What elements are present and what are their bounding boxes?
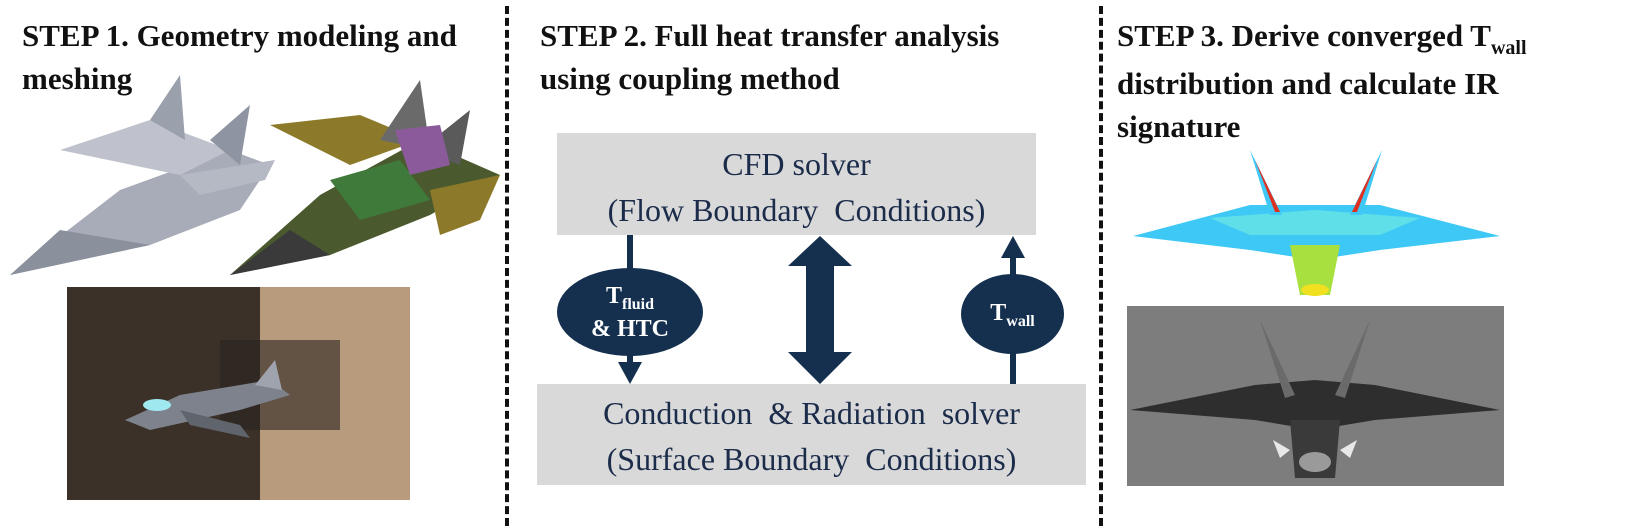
jet-mesh-colored: [230, 80, 500, 275]
divider-right: [1099, 6, 1103, 526]
mesh-domain-render: [67, 287, 410, 500]
tfluid-htc-ellipse: Tfluid & HTC: [557, 268, 703, 356]
step1-title: STEP 1. Geometry modeling and meshing: [22, 14, 457, 100]
htc-label: & HTC: [591, 315, 669, 342]
twall-sub: wall: [1006, 312, 1035, 330]
step2-title-line2: using coupling method: [540, 61, 840, 96]
cfd-solver-label: CFD solver: [722, 146, 871, 182]
tfluid-main: T: [605, 282, 622, 309]
temperature-distribution-render: [1133, 150, 1500, 296]
step1-title-line2: meshing: [22, 61, 133, 96]
step1-title-line1: STEP 1. Geometry modeling and: [22, 18, 457, 53]
ir-signature-render: [1127, 306, 1504, 486]
double-arrow: [788, 236, 852, 384]
twall-ellipse: Twall: [961, 274, 1064, 354]
twall-main: T: [990, 299, 1007, 326]
step3-title-line2: distribution and calculate IR: [1117, 66, 1499, 101]
jet-render-gray: [10, 75, 275, 275]
divider-left: [505, 6, 509, 526]
down-arrow-head: [618, 362, 642, 384]
cfd-solver-sublabel: (Flow Boundary Conditions): [607, 192, 986, 228]
step3-title-line3: signature: [1117, 109, 1241, 144]
cfd-solver-box: CFD solver (Flow Boundary Conditions): [557, 133, 1036, 235]
conduction-solver-sublabel: (Surface Boundary Conditions): [606, 441, 1017, 477]
up-arrow-head: [1001, 236, 1025, 258]
conduction-solver-label: Conduction & Radiation solver: [603, 395, 1020, 431]
step2-title: STEP 2. Full heat transfer analysis usin…: [540, 14, 999, 100]
step3-title: STEP 3. Derive converged Twall distribut…: [1117, 14, 1637, 148]
conduction-solver-box: Conduction & Radiation solver (Surface B…: [537, 384, 1086, 485]
tfluid-sub: fluid: [622, 295, 655, 313]
step3-title-sub: wall: [1490, 37, 1527, 59]
step2-title-line1: STEP 2. Full heat transfer analysis: [540, 18, 1000, 53]
step3-title-line1: STEP 3. Derive converged T: [1117, 18, 1491, 53]
